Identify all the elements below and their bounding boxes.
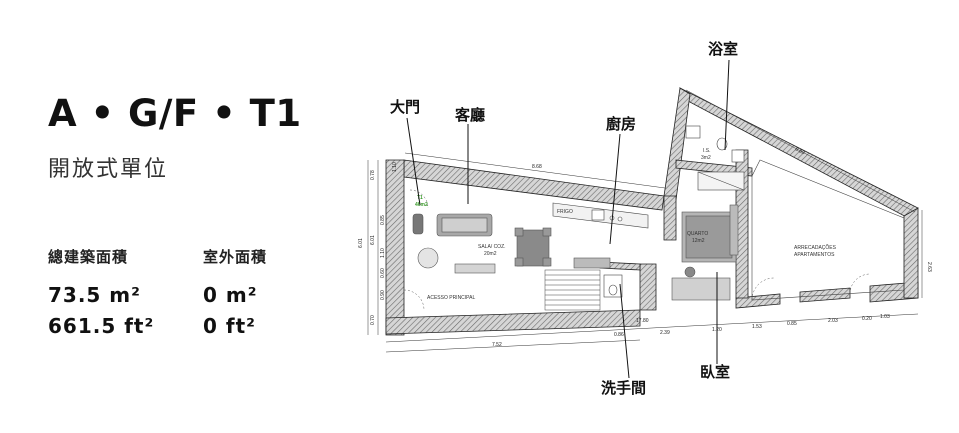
dim-left-6: 0.60 — [380, 268, 386, 278]
gross-area-ft2: 661.5 ft² — [48, 314, 155, 338]
unit-tag: T1 — [417, 195, 423, 201]
callout-powder-room: 洗手間 — [601, 379, 646, 397]
bedroom-furniture — [671, 204, 739, 301]
living-room-area: 20m2 — [484, 251, 497, 257]
wc-area: 3m2 — [701, 155, 711, 161]
callout-entrance: 大門 — [390, 98, 420, 116]
dim-left-8: 0.70 — [370, 315, 376, 325]
dim-bottom-h: 0.20 — [862, 316, 872, 322]
callout-bedroom: 臥室 — [700, 363, 730, 381]
dim-left-total: 6.01 — [358, 238, 364, 248]
powder-room — [603, 274, 623, 298]
unit-subtitle: 開放式單位 — [48, 157, 169, 182]
dim-top-wall: 8.68 — [532, 164, 542, 170]
gross-area-m2: 73.5 m² — [48, 283, 141, 307]
dim-left-4: 6.01 — [370, 235, 376, 245]
doors — [403, 189, 871, 311]
wc-label: I.S. — [703, 148, 711, 154]
unit-title: A • G/F • T1 — [48, 92, 302, 135]
living-room-label: SALA/ COZ. — [478, 244, 506, 250]
dim-bottom-total: 7.52 — [492, 342, 502, 348]
unit-tag-area: 46m2 — [415, 202, 428, 208]
callout-living: 客廳 — [454, 106, 485, 124]
fridge-label: FRIGO — [557, 209, 573, 215]
outdoor-area-label: 室外面積 — [203, 248, 268, 266]
living-furniture — [412, 213, 611, 274]
dim-bottom-i: 1.03 — [880, 314, 890, 320]
callout-leaders — [406, 59, 730, 379]
dim-bottom-b: 0.86 — [614, 332, 624, 338]
dim-bottom-g: 2.03 — [828, 318, 838, 324]
outdoor-area-ft2: 0 ft² — [203, 314, 256, 338]
outdoor-area-m2: 0 m² — [203, 283, 258, 307]
dim-left-5: 1.10 — [380, 248, 386, 258]
gross-area-label: 總建築面積 — [48, 248, 129, 266]
dimension-lines — [367, 89, 923, 353]
dim-right-wall: 2.63 — [926, 262, 932, 272]
dim-diag-wall: 8.89 — [794, 146, 806, 156]
dim-bottom-f: 0.85 — [787, 321, 797, 327]
dim-bottom-c: 2.39 — [660, 330, 670, 336]
stairs — [544, 269, 601, 311]
bathroom-fixtures — [685, 125, 745, 191]
callout-kitchen: 廚房 — [606, 115, 636, 133]
dim-left-1: 0.78 — [370, 170, 376, 180]
access-label: ACESSO PRINCIPAL — [427, 295, 475, 301]
bedroom-plan-label: QUARTO — [687, 231, 708, 237]
callout-bathroom: 浴室 — [708, 40, 738, 58]
dim-bottom-e: 1.53 — [752, 324, 762, 330]
bedroom-plan-area: 12m2 — [692, 238, 705, 244]
storage-room — [751, 159, 905, 301]
dim-left-2: 1.10 — [392, 162, 398, 172]
dim-left-3: 0.85 — [380, 215, 386, 225]
exterior-walls — [385, 87, 919, 336]
dim-bottom-a: 17.80 — [636, 318, 649, 324]
storage-label-1: ARRECADAÇÕES — [794, 244, 837, 251]
kitchen-counter — [552, 202, 649, 229]
dim-left-7: 0.90 — [380, 290, 386, 300]
storage-label-2: APARTAMENTOS — [794, 252, 835, 258]
